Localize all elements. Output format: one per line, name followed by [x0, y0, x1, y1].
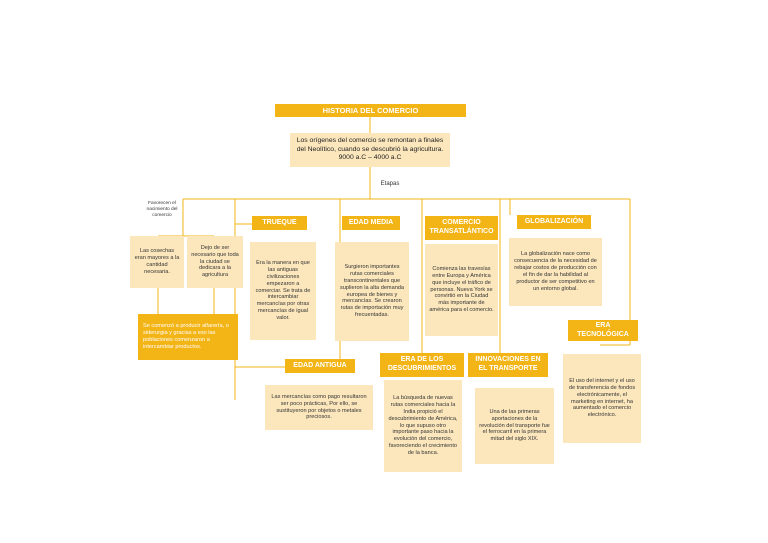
edad-antigua-header: EDAD ANTIGUA	[285, 359, 355, 373]
favorecen-label: Favorecen el nacimiento del comercio	[146, 201, 178, 218]
transatlantico-title: COMERCIO TRANSATLÁNTICO	[429, 219, 494, 235]
transporte-title: INNOVACIONES EN EL TRANSPORTE	[475, 356, 541, 372]
dejo-text: Dejo de ser necesario que toda la ciudad…	[191, 244, 239, 279]
descubrimientos-box: La búsqueda de nuevas rutas comerciales …	[384, 380, 462, 472]
transporte-box: Una de las primeras aportaciones de la r…	[475, 388, 554, 464]
trueque-box: Era la manera en que las antiguas civili…	[250, 242, 316, 340]
trueque-header: TRUEQUE	[252, 216, 307, 230]
edad-media-text: Surgieron importantes rutas comerciales …	[339, 263, 405, 319]
globalizacion-title: GLOBALIZACIÓN	[524, 217, 584, 225]
descubrimientos-title: ERA DE LOS DESCUBRIMIENTOS	[387, 356, 457, 372]
edad-antigua-text: Las mercancías como pago resultaron ser …	[271, 393, 367, 421]
dejo-box: Dejo de ser necesario que toda la ciudad…	[187, 236, 243, 288]
edad-antigua-title: EDAD ANTIGUA	[293, 361, 347, 369]
trueque-title: TRUEQUE	[262, 218, 297, 226]
tecnologica-box: El uso del internet y el uso de transfer…	[563, 354, 641, 443]
tecnologica-title: ERA TECNOLÓGICA	[577, 321, 629, 338]
cosechas-text: Las cosechas eran mayores a la cantidad …	[134, 248, 180, 275]
tecnologica-text: El uso del internet y el uso de transfer…	[568, 377, 636, 419]
tecnologica-header: ERA TECNOLÓGICA	[568, 320, 638, 341]
globalizacion-text: La globalización nace como consecuencia …	[514, 251, 597, 292]
transporte-text: Una de las primeras aportaciones de la r…	[479, 408, 550, 443]
intro-box: Los orígenes del comercio se remontan a …	[290, 133, 450, 167]
title-text: HISTORIA DEL COMERCIO	[322, 105, 419, 115]
globalizacion-header: GLOBALIZACIÓN	[517, 215, 591, 229]
cosechas-box: Las cosechas eran mayores a la cantidad …	[130, 236, 184, 288]
descubrimientos-text: La búsqueda de nuevas rutas comerciales …	[388, 394, 458, 457]
transatlantico-header: COMERCIO TRANSATLÁNTICO	[425, 216, 498, 240]
edad-media-header: EDAD MEDIA	[342, 216, 400, 230]
globalizacion-box: La globalización nace como consecuencia …	[509, 238, 602, 306]
conclusion-box: Se comenzó a producir alfarería, o sider…	[138, 314, 238, 360]
etapas-label: Etapas	[380, 181, 400, 187]
edad-media-box: Surgieron importantes rutas comerciales …	[335, 242, 409, 341]
edad-antigua-box: Las mercancías como pago resultaron ser …	[265, 385, 373, 430]
trueque-text: Era la manera en que las antiguas civili…	[255, 259, 311, 322]
edad-media-title: EDAD MEDIA	[348, 218, 394, 226]
descubrimientos-header: ERA DE LOS DESCUBRIMIENTOS	[380, 353, 464, 377]
transporte-header: INNOVACIONES EN EL TRANSPORTE	[468, 353, 548, 377]
transatlantico-text: Comienza las travesías entre Europa y Am…	[429, 265, 494, 314]
transatlantico-box: Comienza las travesías entre Europa y Am…	[425, 244, 498, 336]
title-box: HISTORIA DEL COMERCIO	[275, 104, 466, 117]
intro-text: Los orígenes del comercio se remontan a …	[296, 137, 444, 162]
conclusion-text: Se comenzó a producir alfarería, o sider…	[143, 323, 229, 350]
